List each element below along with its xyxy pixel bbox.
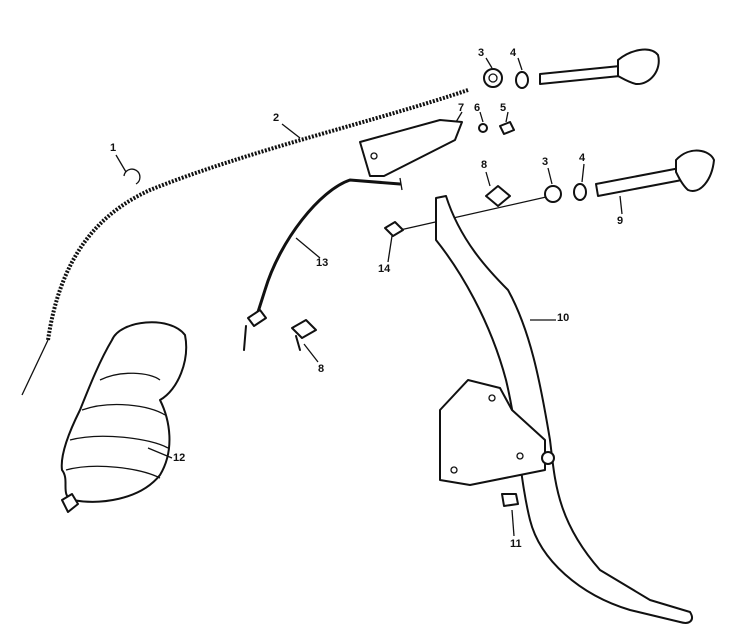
washer-lower (573, 183, 587, 201)
control-rod (256, 178, 402, 314)
control-shaft-lower (595, 167, 683, 197)
nut-upper (483, 68, 503, 88)
control-wire-lower (399, 194, 556, 231)
control-shaft-upper (539, 65, 621, 85)
callout-5: 5 (500, 102, 506, 114)
callout-4: 4 (510, 47, 517, 59)
clamp (384, 221, 404, 237)
bracket (359, 119, 463, 177)
callout-3: 3 (478, 47, 484, 59)
callout-3-lower: 3 (542, 156, 548, 168)
bolt (501, 493, 519, 507)
clip-lower (291, 319, 317, 351)
callout-1: 1 (110, 142, 116, 154)
callout-8-lower: 8 (318, 363, 324, 375)
knob-lower (675, 149, 715, 192)
cable-housing (46, 88, 469, 341)
callout-4-lower: 4 (579, 152, 586, 164)
callout-9: 9 (617, 215, 623, 227)
callout-11: 11 (510, 538, 522, 550)
callout-13: 13 (316, 257, 328, 269)
callout-14: 14 (378, 263, 391, 275)
retaining-ring (123, 168, 141, 185)
callout-10: 10 (557, 312, 569, 324)
knob-upper (617, 48, 660, 86)
nut-lower (544, 185, 562, 203)
rod-end (243, 309, 267, 351)
callout-6: 6 (474, 102, 480, 114)
callout-2: 2 (273, 112, 279, 124)
rubber-boot (60, 321, 188, 503)
cable-wire-end (21, 339, 49, 396)
callout-7: 7 (458, 102, 464, 114)
lock-washer (478, 123, 488, 133)
callout-12: 12 (173, 452, 185, 464)
pedal-lever (435, 195, 693, 624)
boot-end (61, 493, 79, 513)
screw (499, 121, 515, 135)
callout-8-upper: 8 (481, 159, 487, 171)
clip-upper (485, 185, 511, 207)
washer-upper (515, 71, 529, 89)
